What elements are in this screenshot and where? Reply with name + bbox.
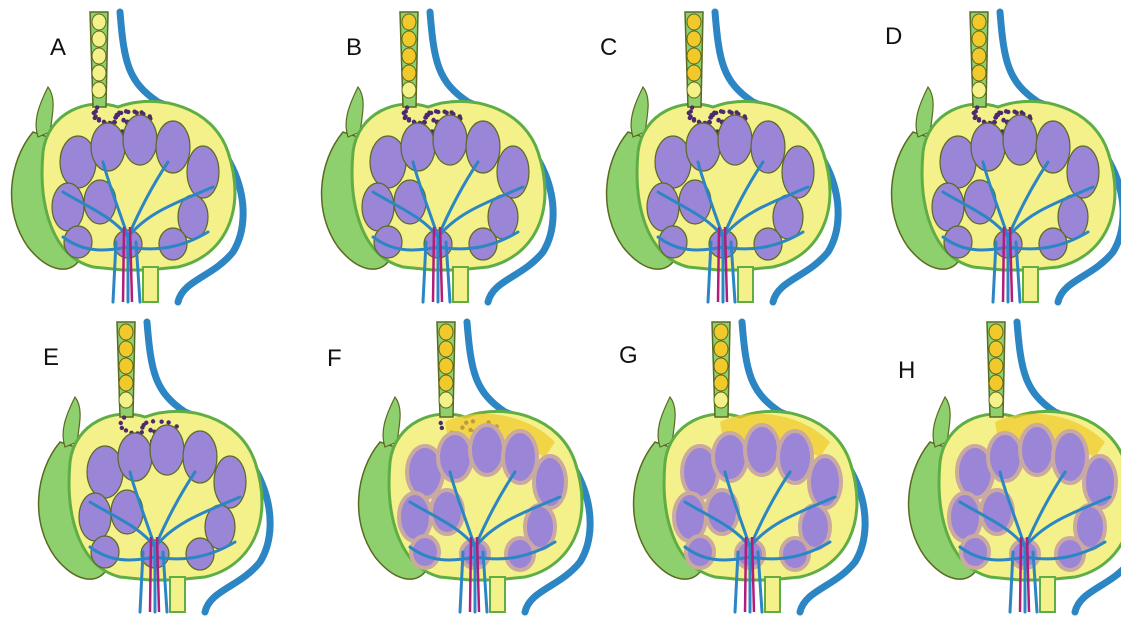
top-duct [970,12,988,107]
bottom-duct [490,577,505,612]
panel-label: A [50,34,66,61]
panel-label: F [327,345,342,372]
panel-label: H [898,357,915,384]
panel-f: F [327,322,590,612]
panel-h: H [898,322,1121,612]
bottom-duct [1040,577,1055,612]
panel-g: G [619,322,865,612]
bottom-duct [765,577,780,612]
top-duct [987,322,1005,417]
top-duct [400,12,418,107]
top-duct [90,12,108,107]
panel-b: B [322,12,554,302]
panel-d: D [885,12,1121,302]
panel-label: B [346,34,362,61]
panel-c: C [600,12,838,302]
panel-label: G [619,342,638,369]
bottom-duct [1023,267,1038,302]
panels-root: A B C D E F G H [12,12,1121,612]
panel-label: D [885,23,902,50]
top-duct [437,322,455,417]
bottom-duct [453,267,468,302]
panel-e: E [39,322,271,612]
panel-a: A [12,12,244,302]
top-duct [712,322,730,417]
panel-label: E [43,344,59,371]
panel-label: C [600,34,617,61]
top-duct [685,12,703,107]
bottom-duct [170,577,185,612]
top-duct [117,322,135,417]
bottom-duct [143,267,158,302]
bottom-duct [738,267,753,302]
